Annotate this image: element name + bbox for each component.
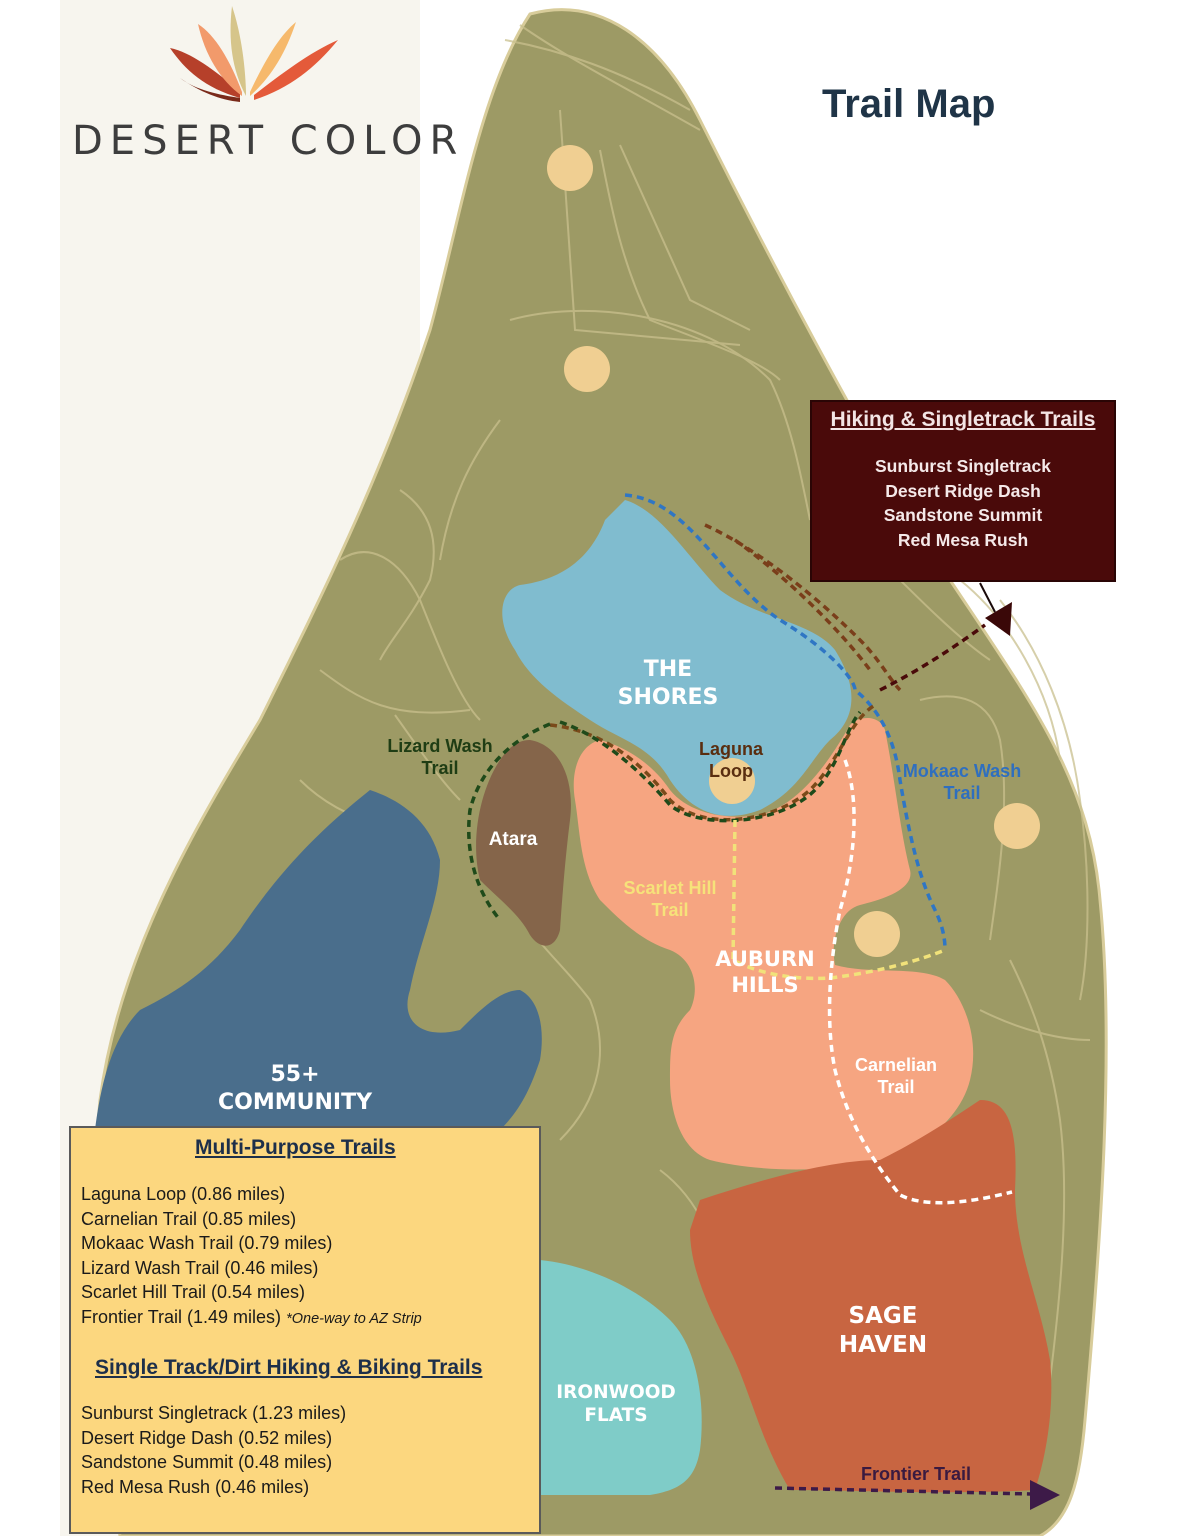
logo-petal (230, 6, 246, 96)
park-dot (564, 346, 610, 392)
single-track-item: Red Mesa Rush (0.46 miles) (81, 1476, 310, 1497)
trail-line-red-mesa (879, 623, 987, 692)
trail-label-mokaac-wash: Mokaac Wash Trail (902, 761, 1022, 803)
region-label-55-community: 55+ COMMUNITY (217, 1062, 373, 1115)
map-title: Trail Map (822, 82, 996, 126)
trail-line-scarlet-hill (731, 819, 946, 981)
trail-label-scarlet-hill: Scarlet Hill Trail (623, 878, 717, 920)
trail-line-frontier (774, 1486, 1031, 1496)
region-label-atara: Atara (488, 829, 538, 850)
region-atara (476, 740, 571, 946)
arrow-frontier (1030, 1480, 1060, 1510)
logo-petal (170, 48, 240, 98)
logo-petal (180, 78, 240, 102)
multi-purpose-item-frontier: Frontier Trail (1.49 miles) *One-way to … (81, 1305, 422, 1332)
region-label-sage-haven: SAGE HAVEN (838, 1303, 928, 1358)
trail-label-carnelian: Carnelian Trail (854, 1055, 938, 1097)
single-track-item: Desert Ridge Dash (0.52 miles) (81, 1427, 333, 1448)
hiking-trails-title: Hiking & Singletrack Trails (830, 408, 1096, 431)
hiking-trail-item: Sunburst Singletrack (874, 456, 1051, 476)
trail-label-frontier: Frontier Trail (860, 1464, 972, 1484)
hiking-trail-item: Sandstone Summit (883, 505, 1043, 525)
park-dot (709, 758, 755, 804)
trail-legend: Multi-Purpose Trails Laguna Loop (0.86 m… (69, 1126, 541, 1534)
trail-line-lizard-wash (467, 722, 551, 922)
multi-purpose-item: Laguna Loop (0.86 miles) (81, 1184, 286, 1204)
multi-purpose-item: Carnelian Trail (0.85 miles) (81, 1208, 297, 1229)
single-track-list: Sunburst Singletrack (1.23 miles) Desert… (81, 1401, 346, 1499)
multi-purpose-list: Laguna Loop (0.86 miles) Carnelian Trail… (81, 1182, 422, 1331)
trail-line-lizard-wash-top (559, 710, 862, 823)
park-dot (994, 803, 1040, 849)
trail-line-mokaac-wash (624, 493, 947, 951)
logo-petal (254, 40, 338, 100)
brand-logo (170, 6, 338, 102)
frontier-note: *One-way to AZ Strip (286, 1310, 422, 1327)
single-track-item: Sandstone Summit (0.48 miles) (81, 1452, 333, 1472)
logo-petal (198, 24, 242, 96)
region-55-community (95, 790, 542, 1130)
single-track-title: Single Track/Dirt Hiking & Biking Trails (95, 1356, 483, 1379)
region-the-shores (502, 500, 852, 816)
hiking-trails-box: Hiking & Singletrack Trails Sunburst Sin… (810, 400, 1116, 582)
brand-name: DESERT COLOR (72, 118, 465, 164)
hiking-trail-item: Desert Ridge Dash (885, 480, 1041, 501)
direction-arrows (979, 582, 1060, 1510)
trail-line-carnelian (827, 759, 1013, 1205)
trail-line-sunburst (704, 523, 902, 692)
park-dots (547, 145, 1040, 957)
trail-label-lizard-wash: Lizard Wash Trail (387, 736, 493, 778)
trail-line-desert-ridge (733, 538, 872, 672)
region-label-auburn-hills: AUBURN HILLS (715, 947, 815, 998)
region-label-the-shores: THE SHORES (617, 657, 719, 710)
single-track-item: Sunburst Singletrack (1.23 miles) (81, 1403, 347, 1423)
multi-purpose-item: Lizard Wash Trail (0.46 miles) (81, 1257, 319, 1278)
multi-purpose-item: Mokaac Wash Trail (0.79 miles) (81, 1233, 333, 1253)
logo-petal (250, 22, 296, 96)
multi-purpose-title: Multi-Purpose Trails (195, 1136, 396, 1159)
multi-purpose-item: Scarlet Hill Trail (0.54 miles) (81, 1282, 306, 1302)
frontier-item-text: Frontier Trail (1.49 miles) (81, 1306, 282, 1327)
region-ironwood-flats (540, 1260, 702, 1495)
hiking-box-pointer (979, 582, 996, 613)
arrow-red-mesa (985, 602, 1012, 636)
region-auburn-hills (573, 718, 974, 1170)
region-label-ironwood-flats: IRONWOOD FLATS (556, 1382, 676, 1427)
region-sage-haven (690, 1100, 1052, 1493)
street-network (299, 24, 1091, 1381)
trail-label-laguna-loop: Laguna Loop (698, 739, 763, 781)
park-dot (547, 145, 593, 191)
hiking-trails-list: Sunburst Singletrack Desert Ridge Dash S… (812, 454, 1114, 552)
hiking-trail-item: Red Mesa Rush (897, 529, 1029, 550)
park-dot (854, 911, 900, 957)
